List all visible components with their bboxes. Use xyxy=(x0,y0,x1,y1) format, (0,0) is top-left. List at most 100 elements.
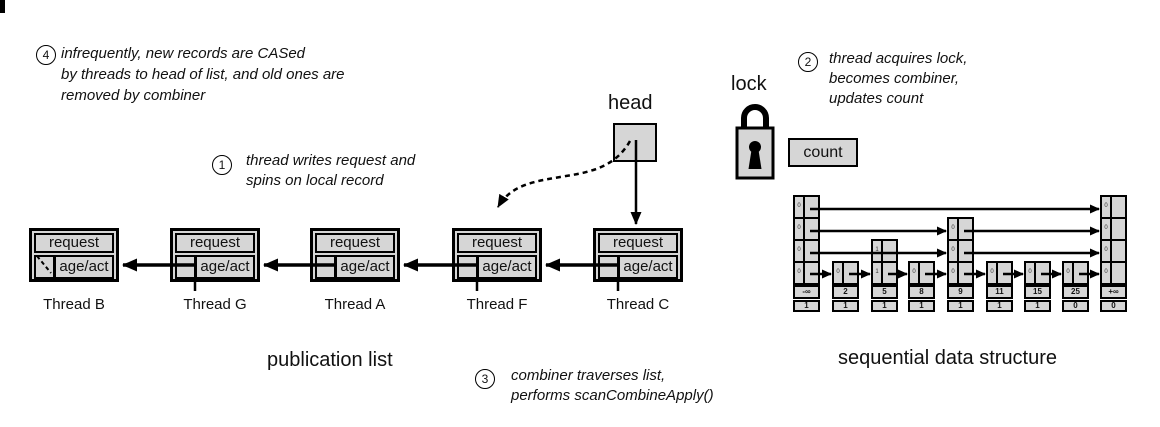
level-flag: 0 xyxy=(949,219,959,239)
request-field: request xyxy=(175,233,255,253)
age-act-field: age/act xyxy=(200,258,250,275)
step-3-line-2: performs scanCombineApply() xyxy=(511,387,714,404)
step-1-line-1: thread writes request and xyxy=(246,152,416,169)
record-thread-g: request age/act xyxy=(170,228,260,282)
step-2-line-3: updates count xyxy=(829,90,924,107)
step-3-line-1: combiner traverses list, xyxy=(511,367,666,384)
skiplist-node-25: 0 25 0 xyxy=(1062,261,1089,312)
record-thread-f: request age/act xyxy=(452,228,542,282)
count-box: count xyxy=(788,138,858,167)
request-field: request xyxy=(315,233,395,253)
level-flag: 0 xyxy=(795,263,805,283)
node-value: 8 xyxy=(908,285,935,299)
level-flag: 0 xyxy=(1102,197,1112,217)
level-cell: 0 xyxy=(793,195,820,219)
skiplist-node-neg-inf: 0 0 0 0 -∞ 1 xyxy=(793,195,820,312)
pointer-cell xyxy=(317,257,337,277)
level-cell: 0 xyxy=(947,261,974,285)
record-thread-c: request age/act xyxy=(593,228,683,282)
step-3-text: combiner traverses list, performs scanCo… xyxy=(511,366,714,406)
age-act-field: age/act xyxy=(340,258,390,275)
level-flag: 0 xyxy=(1102,241,1112,261)
node-flag: 1 xyxy=(871,300,898,312)
step-1-badge: 1 xyxy=(212,155,232,175)
level-cell: 0 xyxy=(986,261,1013,285)
sequential-data-structure-label: sequential data structure xyxy=(838,347,1058,369)
step-2-badge: 2 xyxy=(798,52,818,72)
step-4-text: infrequently, new records are CASed by t… xyxy=(61,43,345,106)
lock-label: lock xyxy=(731,73,767,95)
level-cell: 0 xyxy=(1100,195,1127,219)
pointer-cell xyxy=(177,257,197,277)
node-value: 25 xyxy=(1062,285,1089,299)
level-flag: 0 xyxy=(1102,263,1112,283)
request-field: request xyxy=(457,233,537,253)
level-cell: 0 xyxy=(1100,217,1127,241)
level-cell: 0 xyxy=(947,239,974,263)
node-flag: 1 xyxy=(1024,300,1051,312)
level-flag: 0 xyxy=(1102,219,1112,239)
node-value: 9 xyxy=(947,285,974,299)
step-4-line-1: infrequently, new records are CASed xyxy=(61,45,306,62)
level-cell: 0 xyxy=(1100,239,1127,263)
node-value: 2 xyxy=(832,285,859,299)
age-act-field: age/act xyxy=(623,258,673,275)
level-flag: 1 xyxy=(873,263,883,283)
level-cell: 0 xyxy=(947,217,974,241)
step-4-line-2: by threads to head of list, and old ones… xyxy=(61,66,345,83)
node-value: 15 xyxy=(1024,285,1051,299)
record-thread-b: request age/act xyxy=(29,228,119,282)
step-2-text: thread acquires lock, becomes combiner, … xyxy=(829,49,967,109)
node-flag: 1 xyxy=(793,300,820,312)
level-cell: 0 xyxy=(832,261,859,285)
age-act-field: age/act xyxy=(59,258,109,275)
lock-icon xyxy=(735,104,775,180)
level-flag: 0 xyxy=(988,263,998,283)
level-flag: 0 xyxy=(834,263,844,283)
level-flag: 0 xyxy=(1026,263,1036,283)
step-1-text: thread writes request and spins on local… xyxy=(246,151,415,191)
node-value: -∞ xyxy=(793,285,820,299)
skiplist-node-2: 0 2 1 xyxy=(832,261,859,312)
age-act-field: age/act xyxy=(482,258,532,275)
skiplist-node-9: 0 0 0 9 1 xyxy=(947,217,974,312)
node-flag: 1 xyxy=(832,300,859,312)
record-thread-a: request age/act xyxy=(310,228,400,282)
level-cell: 0 xyxy=(793,217,820,241)
level-flag: 1 xyxy=(873,241,883,261)
level-cell: 0 xyxy=(1062,261,1089,285)
level-cell: 0 xyxy=(793,261,820,285)
level-cell: 0 xyxy=(793,239,820,263)
corner-mark xyxy=(0,0,5,13)
level-flag: 0 xyxy=(1064,263,1074,283)
pointer-ticks xyxy=(193,281,620,291)
skiplist-node-5: 1 1 5 1 xyxy=(871,239,898,312)
node-flag: 0 xyxy=(1062,300,1089,312)
node-flag: 0 xyxy=(1100,300,1127,312)
step-2-line-2: becomes combiner, xyxy=(829,70,960,87)
publication-list-label: publication list xyxy=(267,349,393,371)
pointer-cell-null xyxy=(36,257,56,277)
step-4-badge: 4 xyxy=(36,45,56,65)
thread-c-label: Thread C xyxy=(606,296,670,313)
level-cell: 0 xyxy=(1024,261,1051,285)
node-value: +∞ xyxy=(1100,285,1127,299)
node-flag: 1 xyxy=(947,300,974,312)
level-cell: 0 xyxy=(908,261,935,285)
skiplist-node-11: 0 11 1 xyxy=(986,261,1013,312)
skiplist-node-pos-inf: 0 0 0 0 +∞ 0 xyxy=(1100,195,1127,312)
node-value: 11 xyxy=(986,285,1013,299)
head-cas-dashed-arrow xyxy=(496,140,632,208)
level-flag: 0 xyxy=(949,241,959,261)
level-cell: 1 xyxy=(871,261,898,285)
head-label: head xyxy=(608,92,653,114)
level-flag: 0 xyxy=(910,263,920,283)
level-flag: 0 xyxy=(795,241,805,261)
pointer-cell xyxy=(600,257,620,277)
level-flag: 0 xyxy=(795,197,805,217)
step-4-line-3: removed by combiner xyxy=(61,87,206,104)
level-cell: 0 xyxy=(1100,261,1127,285)
step-3-badge: 3 xyxy=(475,369,495,389)
skiplist-node-15: 0 15 1 xyxy=(1024,261,1051,312)
